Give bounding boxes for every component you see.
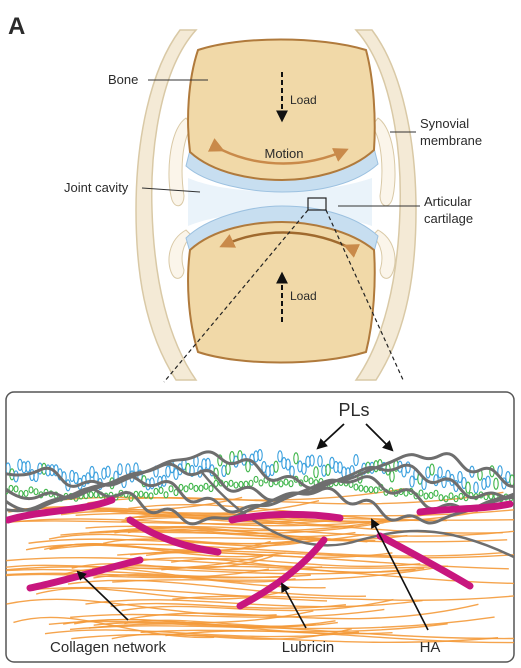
bone-bottom	[188, 222, 375, 363]
joint-cavity-label: Joint cavity	[64, 180, 129, 195]
articular-label-line1: Articular	[424, 194, 472, 209]
load-label-bottom: Load	[290, 289, 317, 303]
bone-label: Bone	[108, 72, 138, 87]
articular-label-line2: cartilage	[424, 211, 473, 226]
panel-letter: A	[8, 13, 25, 40]
ha-label: HA	[420, 639, 441, 656]
pls-label: PLs	[338, 400, 369, 420]
load-label-top: Load	[290, 93, 317, 107]
synovial-label-line2: membrane	[420, 133, 482, 148]
collagen-label: Collagen network	[50, 639, 166, 656]
motion-label: Motion	[264, 146, 303, 161]
synovial-membrane-left	[136, 30, 196, 380]
synovial-label-line1: Synovial	[420, 116, 469, 131]
lubricin-label: Lubricin	[282, 639, 335, 656]
